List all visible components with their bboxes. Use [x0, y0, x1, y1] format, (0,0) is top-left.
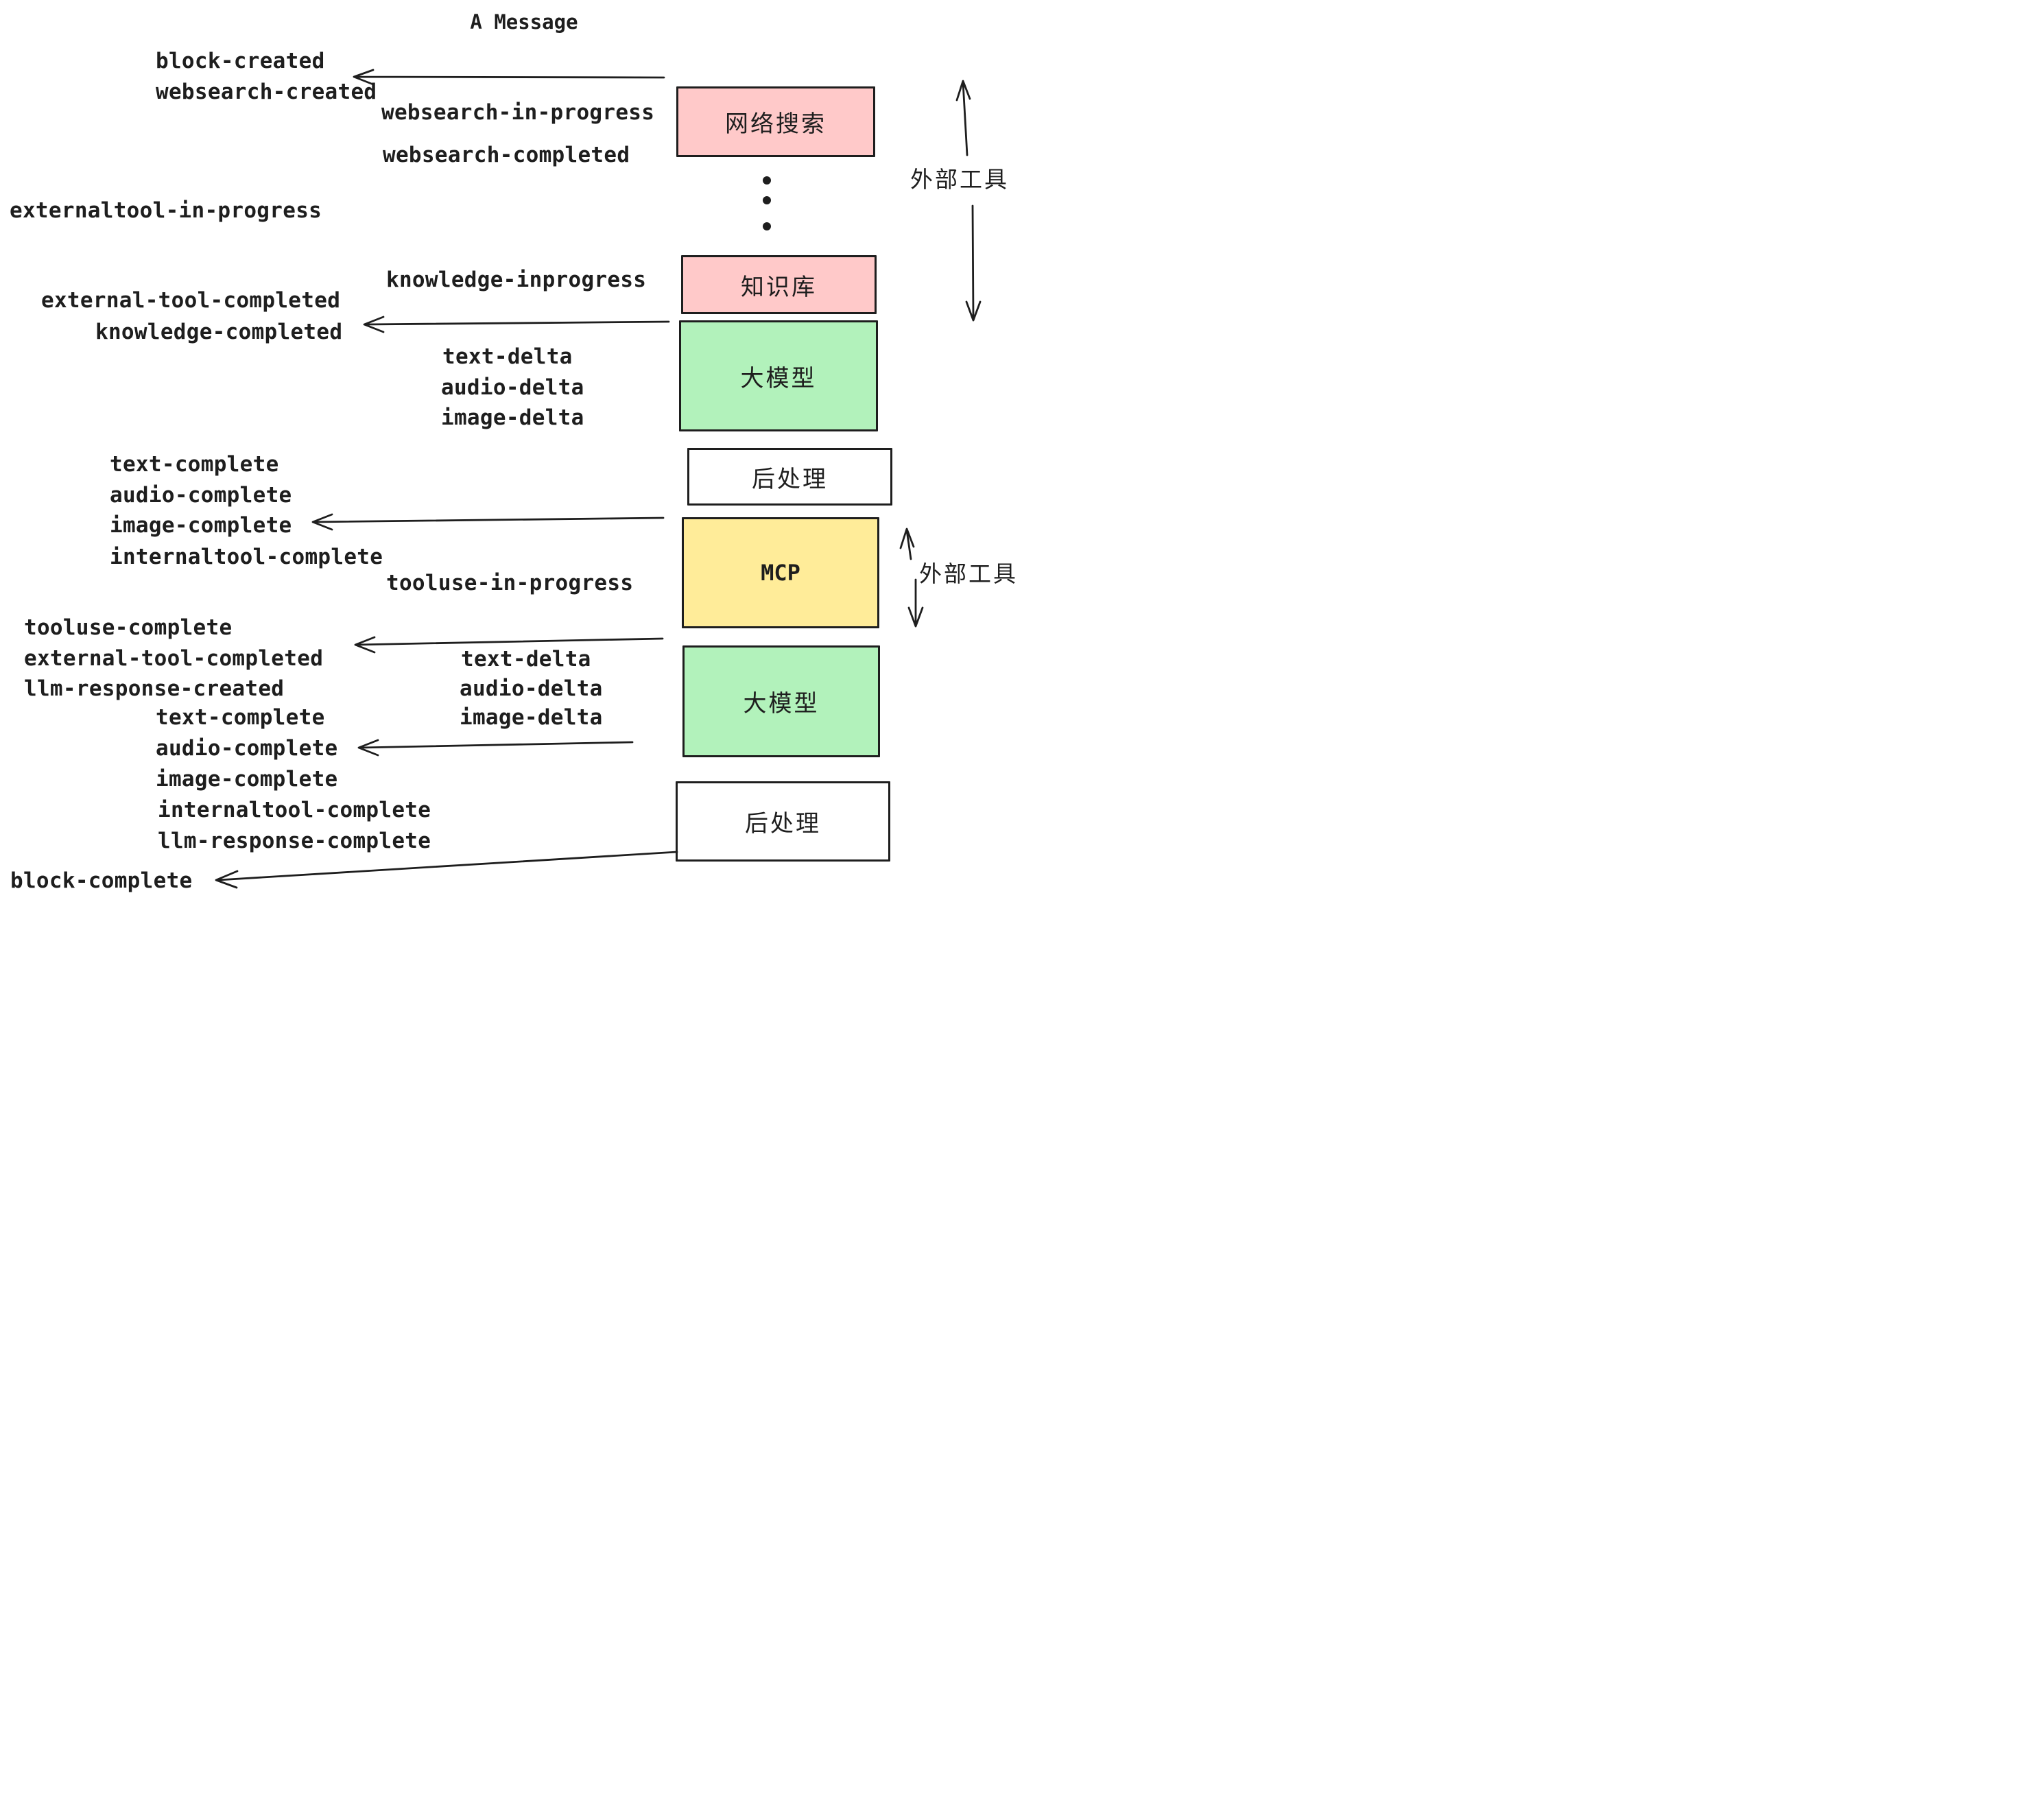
box-postprocess-1-label: 后处理: [752, 466, 828, 492]
arrows-layer: [215, 69, 982, 889]
external-tools-down-arrow-1: [965, 204, 982, 322]
box-llm-1: 大模型: [679, 320, 878, 431]
event-label-internaltool-complete-2: internaltool-complete: [158, 798, 431, 822]
arrow-to-block-complete: [215, 851, 678, 889]
ellipsis-dot-1: [763, 176, 771, 185]
event-label-image-delta-2: image-delta: [460, 705, 603, 730]
box-llm-2-label: 大模型: [743, 691, 820, 717]
event-label-image-delta: image-delta: [441, 405, 584, 430]
event-label-image-complete: image-complete: [110, 513, 292, 538]
box-llm-1-label: 大模型: [740, 365, 817, 392]
external-tools-down-arrow-2: [907, 578, 924, 628]
event-label-block-complete: block-complete: [10, 868, 193, 893]
flow-diagram: A Message block-created websearch-create…: [0, 0, 1022, 902]
box-web-search-label: 网络搜索: [725, 111, 827, 137]
ellipsis-dot-2: [763, 196, 771, 204]
event-label-llm-response-created: llm-response-created: [24, 676, 285, 701]
box-postprocess-2: 后处理: [676, 781, 890, 862]
box-mcp-label: MCP: [761, 560, 800, 586]
event-label-audio-complete-2: audio-complete: [156, 736, 338, 761]
event-label-websearch-in-progress: websearch-in-progress: [381, 100, 655, 125]
event-label-llm-response-complete: llm-response-complete: [158, 829, 431, 853]
arrow-to-audio-complete: [357, 739, 634, 757]
box-mcp: MCP: [682, 517, 879, 628]
event-label-internaltool-complete: internaltool-complete: [110, 545, 383, 569]
arrow-to-image-complete: [311, 513, 665, 531]
side-label-external-tools-1: 外部工具: [910, 167, 1009, 192]
event-label-websearch-completed: websearch-completed: [383, 143, 630, 167]
event-label-block-created: block-created: [156, 49, 325, 73]
arrow-to-tooluse-complete: [354, 636, 664, 654]
arrow-to-knowledge-completed: [363, 316, 670, 333]
event-label-externaltool-in-progress: externaltool-in-progress: [10, 198, 322, 223]
ellipsis-dot-3: [763, 222, 771, 230]
event-label-external-tool-completed-2: external-tool-completed: [24, 646, 324, 671]
event-label-text-delta: text-delta: [442, 344, 573, 369]
event-label-text-delta-2: text-delta: [461, 647, 591, 672]
event-label-text-complete-2: text-complete: [156, 705, 325, 730]
external-tools-up-arrow-1: [955, 80, 971, 156]
external-tools-up-arrow-2: [899, 527, 915, 560]
event-label-tooluse-in-progress: tooluse-in-progress: [386, 571, 634, 595]
event-label-audio-complete: audio-complete: [110, 483, 292, 508]
event-label-knowledge-inprogress: knowledge-inprogress: [386, 268, 647, 292]
event-label-text-complete: text-complete: [110, 452, 279, 477]
box-postprocess-1: 后处理: [687, 448, 892, 506]
event-label-websearch-created: websearch-created: [156, 80, 377, 104]
box-llm-2: 大模型: [682, 645, 880, 757]
event-label-external-tool-completed: external-tool-completed: [41, 288, 341, 313]
arrow-to-block-created: [353, 69, 665, 86]
box-web-search: 网络搜索: [676, 86, 875, 157]
event-label-knowledge-completed: knowledge-completed: [95, 320, 343, 344]
event-label-tooluse-complete: tooluse-complete: [24, 615, 233, 640]
box-knowledge-base-label: 知识库: [741, 274, 817, 300]
box-knowledge-base: 知识库: [681, 255, 877, 314]
diagram-title: A Message: [470, 10, 578, 34]
event-label-audio-delta-2: audio-delta: [460, 676, 603, 701]
side-label-external-tools-2: 外部工具: [919, 561, 1018, 586]
box-postprocess-2-label: 后处理: [745, 811, 821, 837]
event-label-image-complete-2: image-complete: [156, 767, 338, 792]
event-label-audio-delta: audio-delta: [441, 375, 584, 400]
